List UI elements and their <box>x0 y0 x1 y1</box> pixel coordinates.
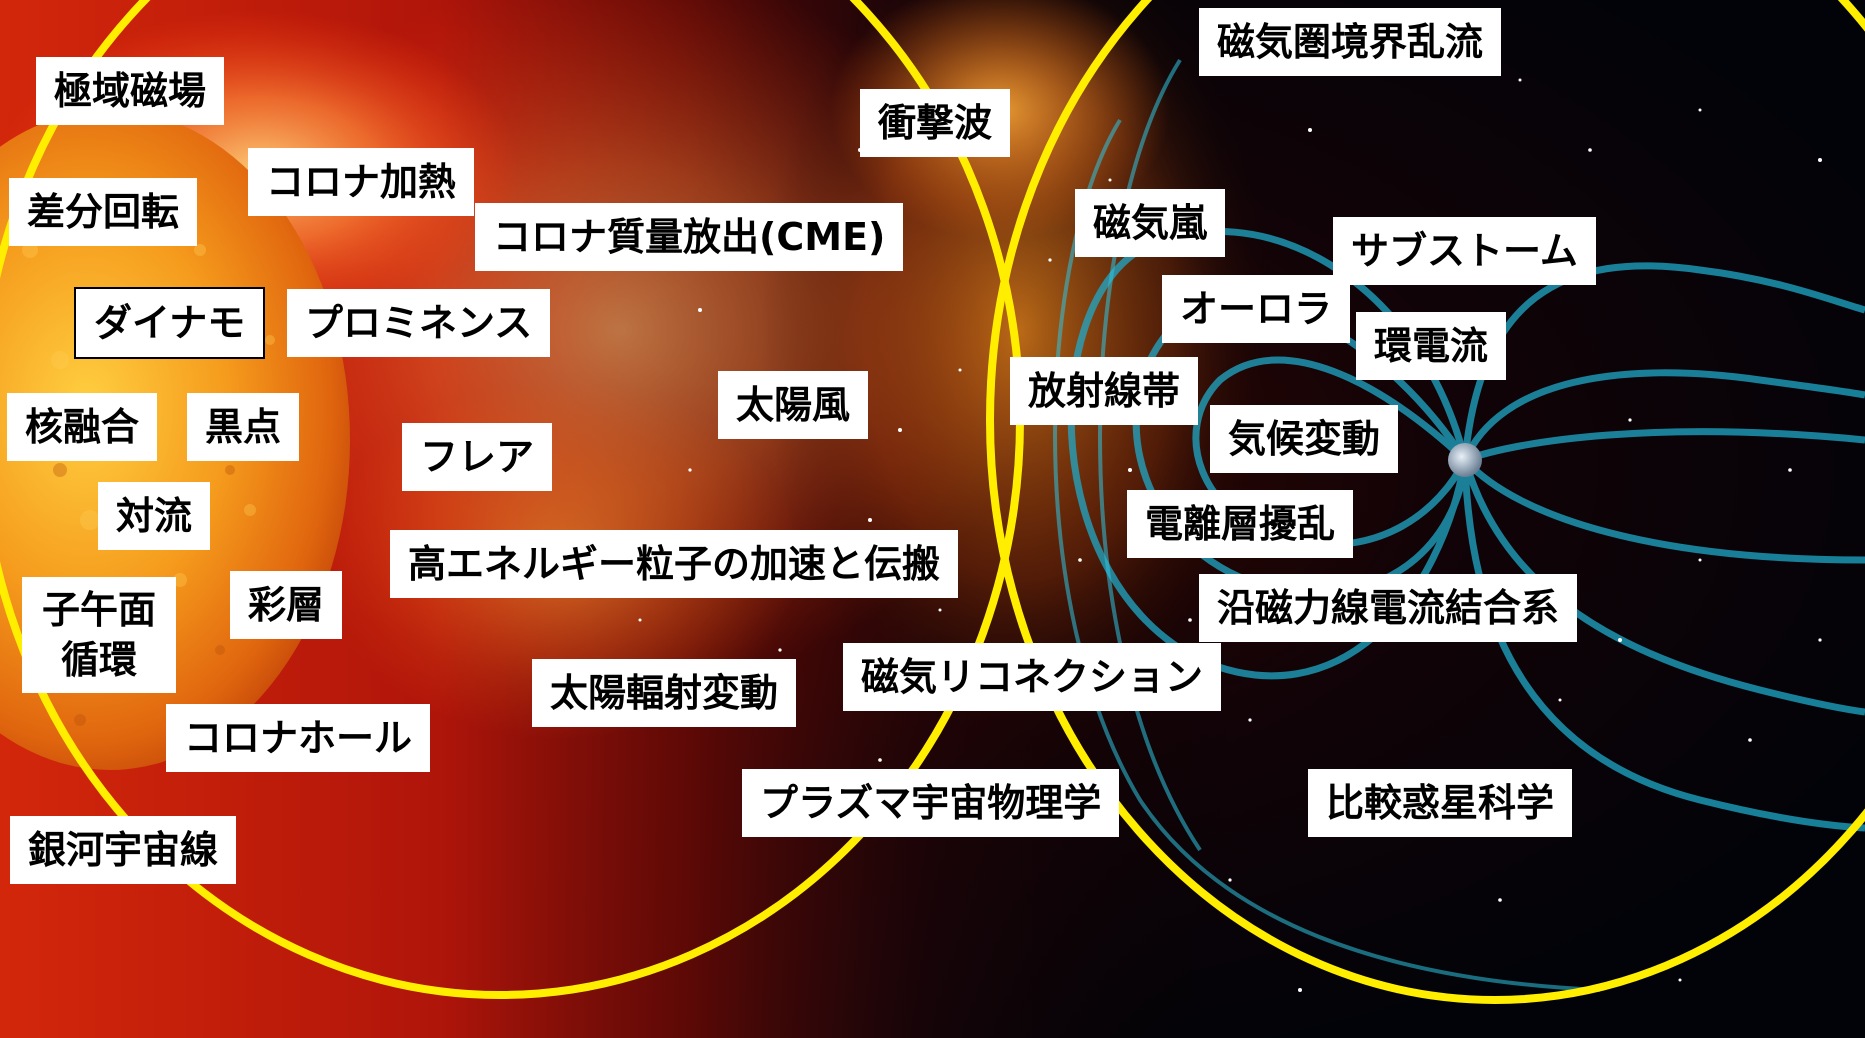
label-radiation-belt: 放射線帯 <box>1010 357 1199 425</box>
label-nuclear-fusion: 核融合 <box>7 393 158 461</box>
label-chromosphere: 彩層 <box>230 571 343 639</box>
label-substorm: サブストーム <box>1333 217 1596 285</box>
label-shock-wave: 衝撃波 <box>860 89 1011 157</box>
earth-ring <box>986 0 1865 1004</box>
label-high-energy-particles: 高エネルギー粒子の加速と伝搬 <box>390 530 959 598</box>
label-sunspot: 黒点 <box>187 393 300 461</box>
label-meridional-circulation: 子午面 循環 <box>22 577 177 693</box>
label-galactic-cosmic-rays: 銀河宇宙線 <box>10 816 237 884</box>
label-dynamo: ダイナモ <box>74 287 266 359</box>
label-magnetic-reconnection: 磁気リコネクション <box>843 643 1222 711</box>
label-meridional-line2: 循環 <box>61 638 138 682</box>
label-convection: 対流 <box>98 482 211 550</box>
magnetosphere-outer-lines <box>1053 58 1601 992</box>
label-ionospheric-disturbance: 電離層擾乱 <box>1127 490 1354 558</box>
earth <box>1448 443 1482 477</box>
label-plasma-astrophysics: プラズマ宇宙物理学 <box>742 769 1120 837</box>
label-polar-magnetic-field: 極域磁場 <box>36 57 225 125</box>
label-climate-change: 気候変動 <box>1210 405 1399 473</box>
label-meridional-line1: 子午面 <box>42 588 157 632</box>
label-coronal-heating: コロナ加熱 <box>248 148 475 216</box>
label-flare: フレア <box>402 423 553 491</box>
label-solar-irradiance-variation: 太陽輻射変動 <box>532 659 797 727</box>
label-solar-wind: 太陽風 <box>718 371 869 439</box>
label-prominence: プロミネンス <box>287 289 551 357</box>
label-comparative-planetology: 比較惑星科学 <box>1308 769 1573 837</box>
label-cme: コロナ質量放出(CME) <box>475 203 904 271</box>
label-differential-rotation: 差分回転 <box>9 178 198 246</box>
label-ring-current: 環電流 <box>1356 312 1507 380</box>
label-coronal-hole: コロナホール <box>166 704 431 772</box>
label-magnetopause-turbulence: 磁気圏境界乱流 <box>1199 8 1502 76</box>
label-magnetic-storm: 磁気嵐 <box>1075 189 1226 257</box>
label-field-aligned-current-system: 沿磁力線電流結合系 <box>1199 574 1578 642</box>
label-aurora: オーロラ <box>1162 275 1351 343</box>
